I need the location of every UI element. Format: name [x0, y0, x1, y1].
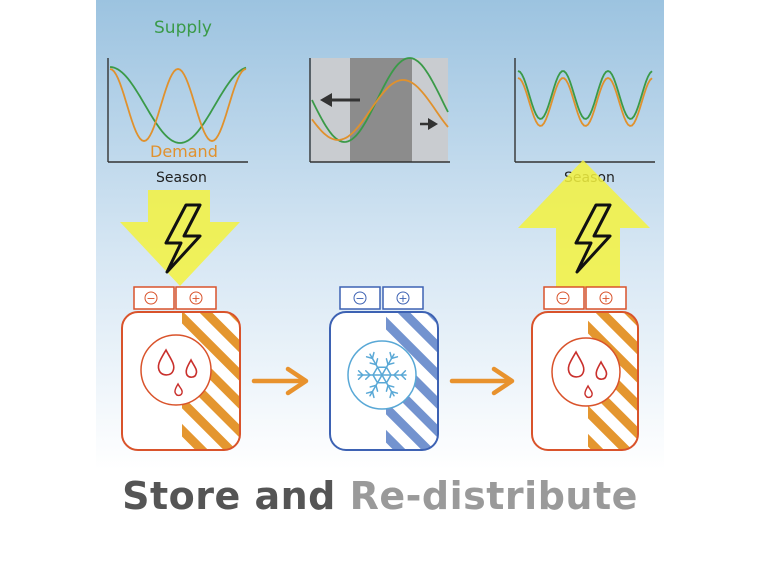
- plus-sign: +: [398, 292, 407, 305]
- discharge-arrow-up: [518, 160, 650, 288]
- supply-curve: [517, 70, 653, 120]
- shaded-area-right: [412, 58, 448, 162]
- battery-body: [121, 311, 241, 451]
- demand-label: Demand: [150, 142, 218, 161]
- battery-terminal-minus: [133, 286, 175, 310]
- battery-terminal-minus: [339, 286, 381, 310]
- shift-right-arrow: [420, 118, 438, 130]
- battery-terminal-minus: [543, 286, 585, 310]
- shaded-area-center: [350, 58, 412, 162]
- title-part-redistribute: Re-distribute: [349, 474, 638, 518]
- chart2-curves: [311, 57, 449, 143]
- battery-storing: − +: [329, 286, 439, 451]
- minus-sign: −: [558, 292, 567, 305]
- battery-terminal-plus: [175, 286, 217, 310]
- supply-curve: [311, 57, 449, 143]
- battery-terminal-plus: [585, 286, 627, 310]
- battery-charging: − +: [121, 286, 241, 451]
- battery-terminal-plus: [382, 286, 424, 310]
- chart3-curves: [517, 70, 653, 127]
- water-drops-icon: [551, 337, 621, 407]
- demand-curve: [311, 79, 449, 141]
- plus-sign: +: [601, 292, 610, 305]
- battery-body: [531, 311, 639, 451]
- charge-arrow-down: [120, 190, 240, 286]
- plus-sign: +: [191, 292, 200, 305]
- water-drops-icon: [140, 334, 212, 406]
- flow-arrow-store: [251, 366, 309, 396]
- lightning-bolt-icon: [164, 203, 202, 274]
- chart-storage-shift: [309, 57, 450, 163]
- minus-sign: −: [146, 292, 155, 305]
- title-part-store: Store and: [122, 474, 336, 518]
- supply-label: Supply: [154, 18, 212, 38]
- lightning-bolt-icon: [574, 203, 612, 274]
- snowflake-icon: [357, 351, 407, 399]
- demand-curve: [517, 77, 653, 127]
- battery-discharging: − +: [531, 286, 639, 451]
- page-title: Store and Re-distribute: [0, 474, 760, 518]
- season-axis-label-left: Season: [156, 170, 207, 186]
- minus-sign: −: [355, 292, 364, 305]
- chart-supply-demand: Supply Demand Season: [107, 18, 248, 186]
- chart1-curves: [109, 66, 247, 144]
- battery-body: [329, 311, 439, 451]
- flow-arrow-release: [449, 366, 515, 396]
- demand-curve: [109, 68, 247, 142]
- supply-curve: [109, 66, 247, 144]
- shift-left-arrow: [320, 93, 360, 107]
